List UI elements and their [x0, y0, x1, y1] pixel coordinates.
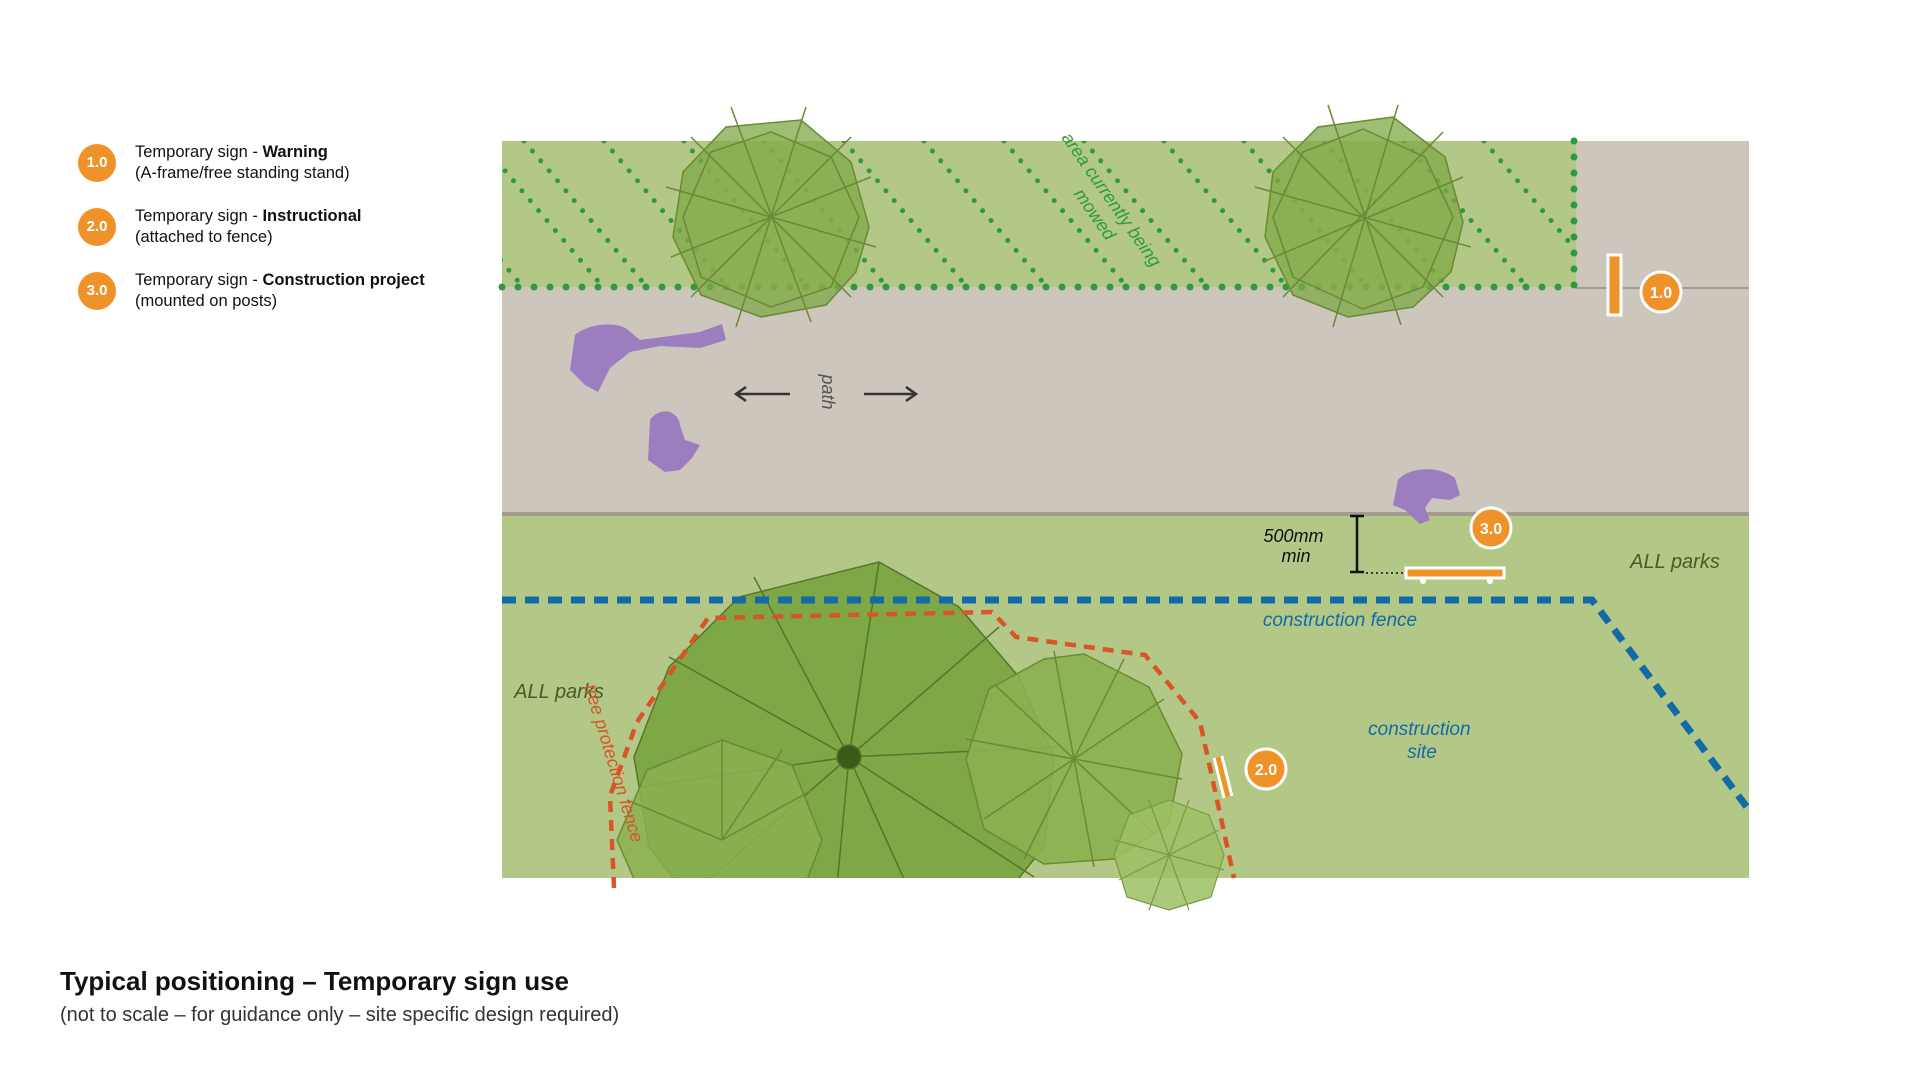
- legend-prefix: Temporary sign -: [135, 143, 263, 161]
- construction-fence: [502, 596, 1752, 813]
- tree: [616, 739, 823, 878]
- legend-type: Construction project: [262, 271, 425, 289]
- figure-title: Typical positioning – Temporary sign use: [60, 966, 570, 996]
- sign-3-badge: 3.0: [1469, 506, 1513, 550]
- construction-site-label: construction site: [1368, 719, 1476, 763]
- direction-arrows: [733, 385, 919, 403]
- legend-badge: 2.0: [78, 208, 116, 246]
- path-label: path: [818, 373, 838, 409]
- sign-1-badge: 1.0: [1639, 270, 1683, 314]
- tree-protection-fence: [607, 609, 1237, 889]
- person-icon: [570, 324, 1460, 524]
- dimension-marker: [1350, 514, 1404, 574]
- tree: [965, 650, 1183, 868]
- legend-note: (A-frame/free standing stand): [135, 164, 350, 182]
- legend-badge: 3.0: [78, 272, 116, 310]
- legend-prefix: Temporary sign -: [135, 207, 263, 225]
- sign-1-badge-text: 1.0: [1650, 285, 1672, 302]
- legend-note: (mounted on posts): [135, 292, 278, 310]
- legend-type: Instructional: [262, 207, 362, 225]
- tree: [1113, 799, 1225, 911]
- construction-site-line2: site: [1407, 742, 1437, 763]
- sign-2-badge: 2.0: [1244, 747, 1288, 791]
- sign-2-badge-text: 2.0: [1255, 762, 1277, 779]
- legend-badge: 1.0: [78, 144, 116, 182]
- tree: [665, 106, 877, 328]
- dimension-label: 500mm min: [1263, 526, 1328, 566]
- all-parks-label-right: ALL parks: [1629, 551, 1720, 573]
- sign-1-warning-stand: [1606, 253, 1623, 317]
- legend-prefix: Temporary sign -: [135, 271, 263, 289]
- figure-subtitle: (not to scale – for guidance only – site…: [60, 1004, 620, 1026]
- paved-area-right: [1576, 141, 1749, 287]
- sign-3-badge-text: 3.0: [1480, 521, 1502, 538]
- all-parks-label-left: ALL parks: [513, 681, 604, 703]
- dimension-line2: min: [1281, 546, 1310, 566]
- construction-fence-label: construction fence: [1263, 610, 1417, 631]
- path: [502, 287, 1749, 514]
- construction-site-line1: construction: [1368, 719, 1470, 740]
- legend-note: (attached to fence): [135, 228, 273, 246]
- sign-3-post-sign: [1404, 566, 1506, 584]
- tree: [1254, 104, 1472, 328]
- legend-type: Warning: [262, 143, 328, 161]
- dimension-line1: 500mm: [1263, 526, 1323, 546]
